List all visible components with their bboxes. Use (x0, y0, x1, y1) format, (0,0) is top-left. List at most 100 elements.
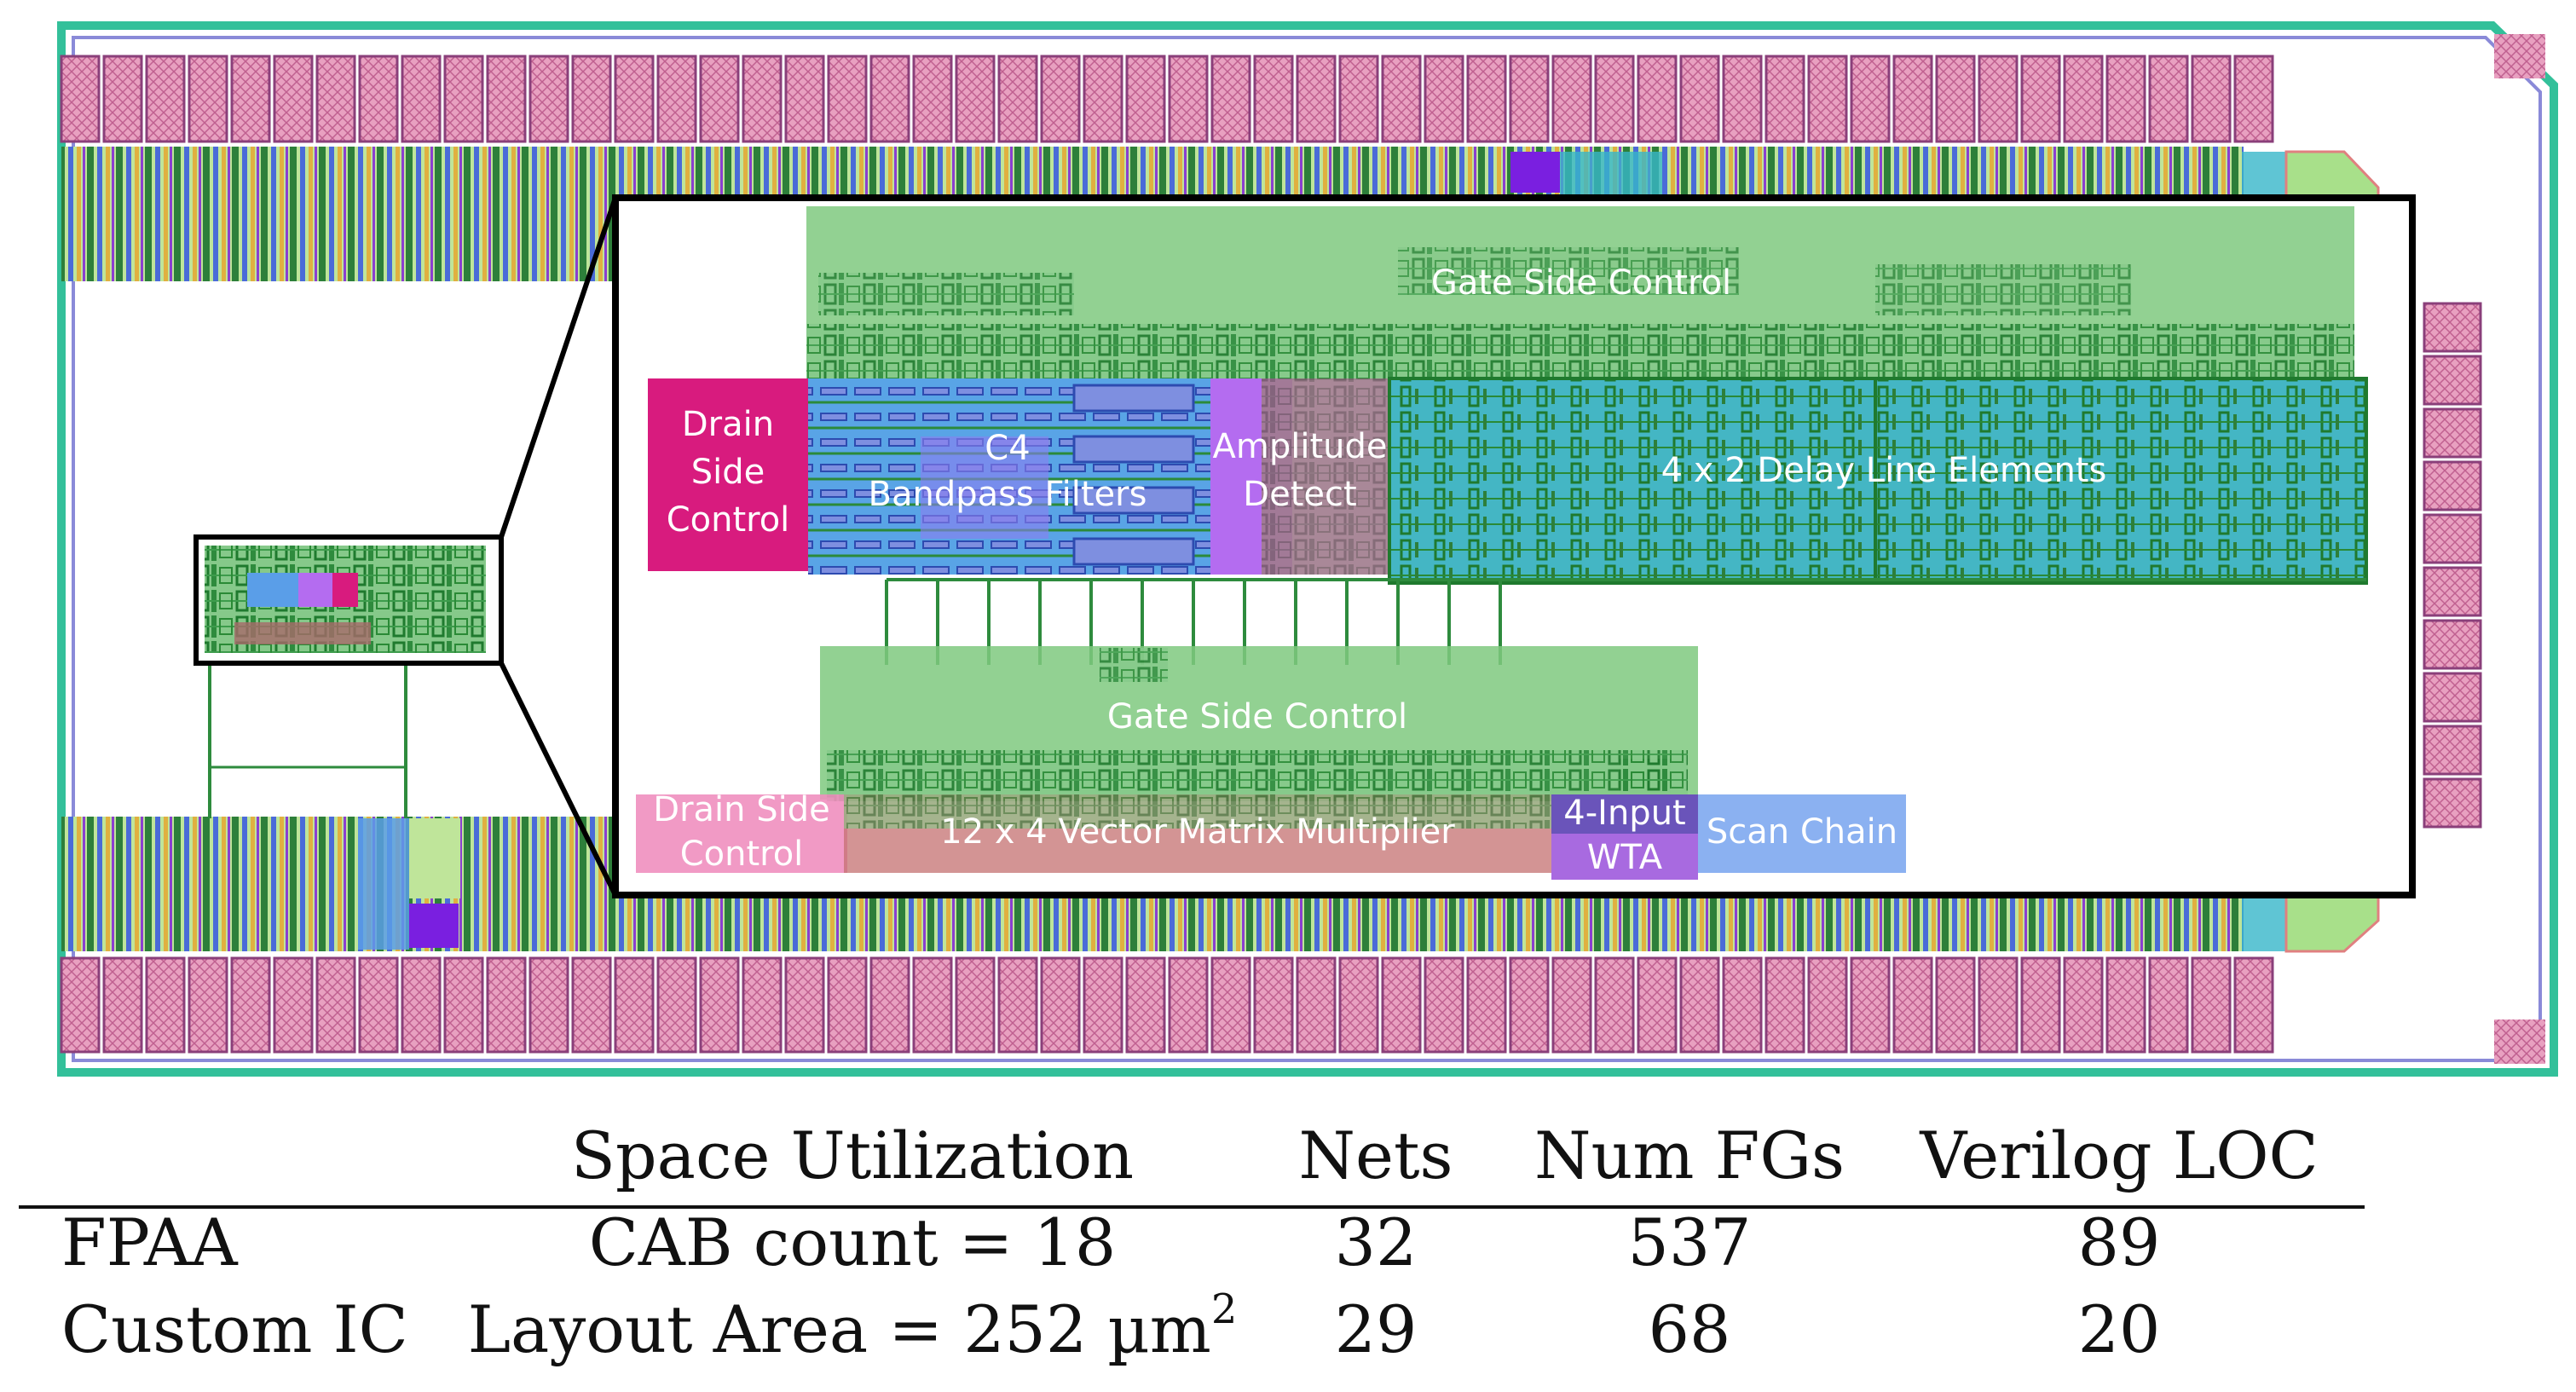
io-pad (1040, 956, 1081, 1054)
row-space: Layout Area = 252 µm2 (468, 1289, 1238, 1362)
io-pad (1296, 956, 1337, 1054)
io-pad (656, 55, 697, 143)
zoom-line-bottom (499, 661, 618, 897)
io-pad (145, 956, 186, 1054)
io-pad (2423, 407, 2482, 459)
io-pad (1551, 55, 1592, 143)
io-pad (273, 956, 314, 1054)
io-pad (827, 55, 868, 143)
io-pad (869, 956, 910, 1054)
io-pad (1679, 956, 1720, 1054)
delay-line-label: 4 x 2 Delay Line Elements (1661, 451, 2107, 490)
row-loc: 89 (2077, 1204, 2161, 1280)
io-pad (784, 55, 825, 143)
io-pad (1338, 55, 1379, 143)
row-nets: 32 (1334, 1204, 1418, 1280)
inset-amplitude-detect: Amplitude Detect (1210, 378, 1389, 575)
corner-pad-icon (2494, 34, 2545, 1064)
top-pad-ring (60, 55, 2274, 143)
io-pad (1381, 55, 1422, 143)
io-pad (1253, 956, 1294, 1054)
inset-c4-bandpass-filters: C4 Bandpass Filters (808, 378, 1210, 575)
drain-side-control-top-line1: Drain (682, 405, 774, 444)
inset-gate-side-control-bottom: Gate Side Control (820, 646, 1698, 801)
inset-wta: 4-Input WTA (1551, 759, 1698, 880)
io-pad (2148, 55, 2189, 143)
io-pad (997, 956, 1038, 1054)
io-pad (912, 956, 953, 1054)
io-pad (742, 55, 783, 143)
drain-side-control-bottom-line2: Control (680, 835, 804, 874)
io-pad (443, 55, 484, 143)
row-name: FPAA (61, 1204, 238, 1280)
io-pad (2191, 55, 2232, 143)
io-pad (230, 956, 271, 1054)
drain-side-control-top-line2: Side (691, 453, 765, 492)
io-pad (2063, 956, 2104, 1054)
io-pad (2105, 55, 2146, 143)
bottom-green-cell (409, 818, 460, 898)
row-space: CAB count = 18 (588, 1204, 1117, 1280)
io-pad (443, 956, 484, 1054)
io-pad (2105, 956, 2146, 1054)
io-pad (912, 55, 953, 143)
io-pad (2233, 956, 2274, 1054)
row-space-superscript: 2 (1210, 1285, 1238, 1333)
io-pad (955, 55, 996, 143)
c4-label-line1: C4 (985, 429, 1030, 468)
io-pad (2020, 956, 2061, 1054)
io-pad (1722, 55, 1763, 143)
io-pad (1892, 956, 1933, 1054)
io-pad (571, 956, 612, 1054)
io-pad (1807, 956, 1848, 1054)
io-pad (1210, 55, 1251, 143)
io-pad (188, 956, 228, 1054)
io-pad (401, 956, 442, 1054)
inset-delay-line-elements: 4 x 2 Delay Line Elements (1388, 377, 2368, 585)
io-pad (145, 55, 186, 143)
gate-side-control-bottom-label: Gate Side Control (1107, 697, 1407, 736)
io-pad (1509, 55, 1550, 143)
io-pad (614, 55, 655, 143)
inset-vector-matrix-multiplier: 12 x 4 Vector Matrix Multiplier (844, 794, 1551, 873)
io-pad (1424, 55, 1464, 143)
io-pad (1125, 55, 1166, 143)
io-pad (1551, 956, 1592, 1054)
io-pad (614, 956, 655, 1054)
io-pad (2423, 777, 2482, 829)
amplitude-detect-line2: Detect (1243, 475, 1356, 514)
io-pad (1210, 956, 1251, 1054)
io-pad (2423, 460, 2482, 511)
inset-drain-side-control-top: Drain Side Control (648, 378, 808, 571)
inset-scan-chain: Scan Chain (1698, 794, 1906, 873)
io-pad (2423, 355, 2482, 406)
io-pad (315, 956, 356, 1054)
io-pad (1850, 55, 1891, 143)
io-pad (1892, 55, 1933, 143)
io-pad (571, 55, 612, 143)
io-pad (1168, 55, 1209, 143)
top-purple-cell (1510, 152, 1560, 193)
bottom-purple-cell (409, 904, 459, 948)
io-pad (1466, 55, 1507, 143)
row-loc: 20 (2077, 1291, 2161, 1367)
io-pad (358, 55, 399, 143)
io-pad (656, 956, 697, 1054)
c4-label-line2: Bandpass Filters (869, 475, 1147, 514)
io-pad (273, 55, 314, 143)
io-pad (2423, 725, 2482, 776)
io-pad (102, 956, 143, 1054)
io-pad (60, 55, 101, 143)
drain-side-control-bottom-line1: Drain Side (653, 790, 829, 829)
io-pad (102, 55, 143, 143)
io-pad (2233, 55, 2274, 143)
io-pad (1637, 956, 1678, 1054)
io-pad (827, 956, 868, 1054)
scan-chain-label: Scan Chain (1707, 812, 1897, 852)
io-pad (486, 55, 527, 143)
row-fgs: 537 (1627, 1204, 1752, 1280)
amplitude-detect-line1: Amplitude (1213, 427, 1388, 466)
io-pad (528, 956, 569, 1054)
io-pad (2020, 55, 2061, 143)
right-pad-column (2423, 302, 2482, 829)
